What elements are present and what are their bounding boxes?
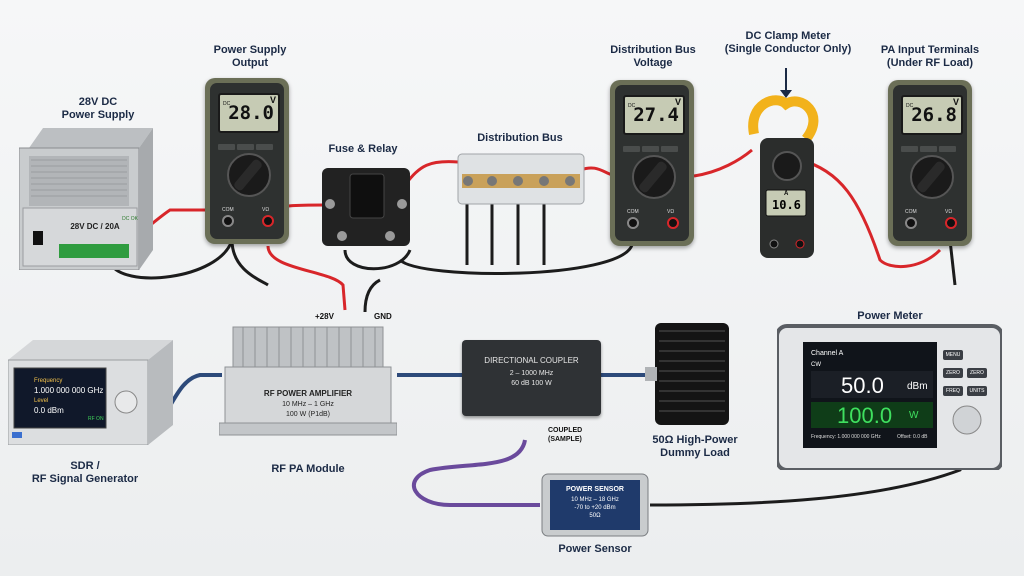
units-button[interactable]: UNITS [967,386,987,396]
clamp-reading: 10.6 [772,198,801,212]
coupler-spec: 60 dB 100 W [511,380,552,387]
black-wire-fuse [343,249,412,271]
rotary-dial[interactable] [227,153,271,197]
level-value: 0.0 dBm [34,406,64,415]
black-wire-bus-returns [398,244,634,275]
gnd-label: GND [374,312,392,321]
meter-buttons[interactable] [901,139,959,152]
red-wire-meter2-clamp [693,148,753,178]
black-wire-meter3-probe [948,239,957,286]
fuse-relay-label: Fuse & Relay [328,143,398,155]
coupler-title: DIRECTIONAL COUPLER [484,356,579,365]
rotary-dial[interactable] [910,155,954,199]
dbm-unit: dBm [907,381,928,392]
multimeter-psu-output: DC V 28.0 COM VΩ [205,78,289,244]
lcd-display: DC V 28.0 [218,93,280,133]
black-wire-psu [108,239,234,280]
dbm-value: 50.0 [841,373,884,398]
com-jack [905,217,917,229]
sample-cable [412,439,540,507]
coupled-port-label: COUPLED (SAMPLE) [548,427,583,443]
dbm-panel: 50.0 dBm [811,371,933,398]
lcd-display: DC V 27.4 [623,95,685,135]
power-meter-label: Power Meter [857,310,923,322]
black-wire-meter1-probe [230,239,269,287]
plus28-label: +28V [315,312,334,321]
psu-plate: 28V DC / 20A [70,222,120,231]
red-wire-fuse-bus [403,160,459,186]
lcd-display: DC V 26.8 [901,95,963,135]
rf-pa-module: RF POWER AMPLIFIER 10 MHz – 1 GHz 100 W … [218,323,398,443]
pa-title: RF POWER AMPLIFIER [263,389,353,398]
mode-label: CW [811,362,821,368]
level-label: Level [34,398,49,404]
bus-voltage-label: Distribution Bus Voltage [610,44,696,69]
rotary-dial[interactable] [632,155,676,199]
com-jack [222,215,234,227]
red-wire-clamp-meter3 [799,158,942,269]
freq-button[interactable]: FREQ [943,386,963,396]
watt-unit: W [909,410,919,421]
dc-clamp-meter: A 10.6 [746,94,826,260]
pa-input-label: PA Input Terminals (Under RF Load) [880,44,980,69]
rf-on-indicator: RF ON [88,416,104,422]
sensor-cable-meter [649,454,972,507]
clamp-meter-label: DC Clamp Meter (Single Conductor Only) [724,30,852,55]
meter-buttons[interactable] [218,137,276,150]
sdr-label: SDR / RF Signal Generator [31,460,139,485]
red-wire-plus28 [266,245,347,311]
voltage-reading: 26.8 [911,104,957,126]
watt-value: 100.0 [837,403,893,428]
distribution-bus-label: Distribution Bus [477,132,563,144]
clamp-unit: A [784,191,789,197]
dc-power-supply: 28V DC / 20A DC OK [18,128,153,271]
psu-label: 28V DC Power Supply [61,96,135,121]
pm-freq: Frequency: 1.000 000 000 GHz [811,434,881,440]
black-wire-gnd [363,278,381,313]
sdr-signal-generator: Frequency 1.000 000 000 GHz Level 0.0 dB… [7,340,173,446]
sensor-dynamic: -70 to +20 dBm [574,505,616,511]
dc-ok-led: DC OK [122,216,138,222]
menu-button[interactable]: MENU [943,350,963,360]
watt-panel: 100.0 W [811,402,933,428]
dummy-load [645,323,733,425]
meter-buttons[interactable] [623,139,681,152]
sensor-impedance: 50Ω [589,513,601,519]
psu-output-label: Power Supply Output [213,44,287,69]
distribution-bus-bar [456,152,586,206]
power-sensor: POWER SENSOR 10 MHz – 18 GHz -70 to +20 … [540,472,650,538]
freq-value: 1.000 000 000 GHz [34,386,104,395]
bus-stubs [465,200,546,265]
voltage-reading: 27.4 [633,104,679,126]
channel-label: Channel A [811,350,844,357]
voltage-reading: 28.0 [228,102,274,124]
com-jack [627,217,639,229]
freq-label: Frequency [34,378,63,384]
pa-range: 10 MHz – 1 GHz [282,401,334,408]
fuse-relay-block [320,164,412,250]
power-sensor-label: Power Sensor [558,543,632,555]
pa-module-label: RF PA Module [271,463,345,475]
zero-button[interactable]: ZERO [943,368,963,378]
power-meter: Channel A CW 50.0 dBm 100.0 W Frequency:… [775,320,1004,472]
multimeter-pa-input: DC V 26.8 COM VΩ [888,80,972,246]
sensor-range: 10 MHz – 18 GHz [571,497,619,503]
pa-power: 100 W (P1dB) [286,411,330,418]
v-jack [945,217,957,229]
multimeter-bus-voltage: DC V 27.4 COM VΩ [610,80,694,246]
dummy-load-label: 50Ω High-Power Dummy Load [652,434,738,459]
v-jack [667,217,679,229]
coupler-range: 2 – 1000 MHz [509,370,554,377]
sensor-title: POWER SENSOR [566,486,624,493]
zero-b-button[interactable]: ZERO [967,368,987,378]
directional-coupler: DIRECTIONAL COUPLER 2 – 1000 MHz 60 dB 1… [462,340,601,416]
pm-offset: Offset: 0.0 dB [897,434,928,440]
v-jack [262,215,274,227]
